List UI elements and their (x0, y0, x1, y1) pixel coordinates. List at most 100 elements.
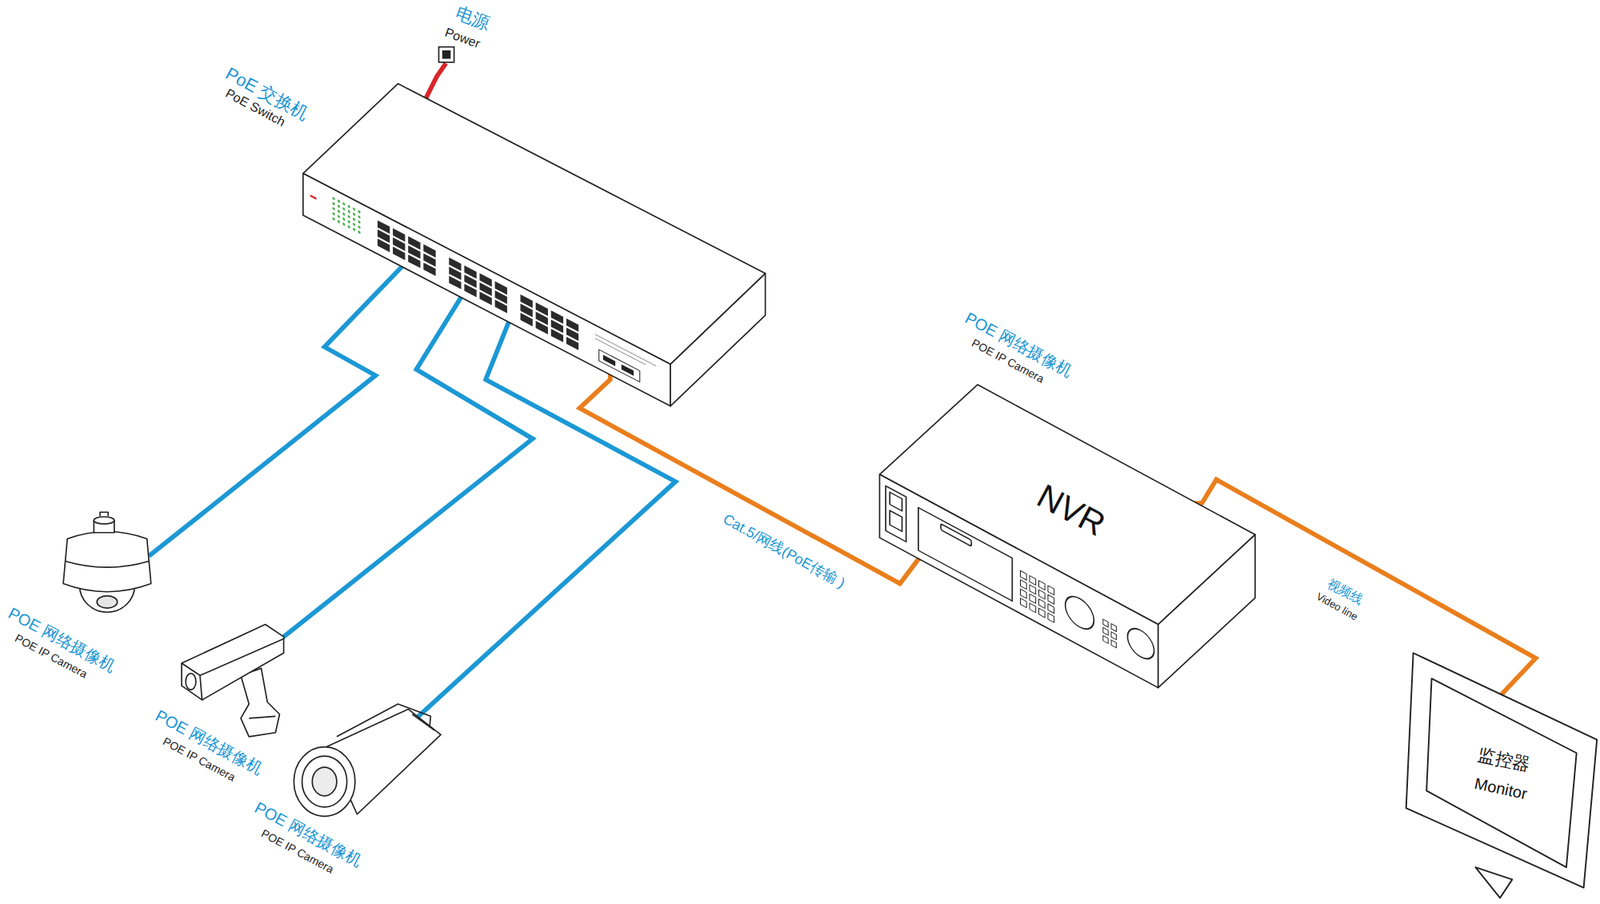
status-led (337, 204, 340, 208)
nvr-button (1029, 576, 1036, 586)
nvr-box: POE 网络摄像机POE IP CameraNVR (1010, 479, 1133, 541)
ip-camera: POE 网络摄像机POE IP Camera (224, 647, 264, 662)
dome-camera-drawing (93, 516, 115, 524)
nvr-title: NVR (1031, 476, 1112, 544)
status-led (337, 209, 340, 214)
box-camera-drawing (181, 624, 284, 737)
status-led (332, 216, 335, 221)
switch-front-panel (310, 184, 656, 391)
monitor-drawing (1475, 867, 1512, 898)
nvr-front-panel (918, 507, 1012, 601)
nvr-drawing (1158, 534, 1256, 688)
status-led (348, 209, 351, 214)
ip-camera: POE 网络摄像机POE IP Camera (356, 740, 398, 764)
status-led (332, 201, 335, 206)
monitor-label-en: Monitor (1472, 774, 1529, 804)
dome-camera-drawing (96, 596, 118, 608)
nvr-button (1111, 640, 1116, 648)
status-led (357, 220, 360, 224)
nvr-button (1103, 619, 1108, 628)
cable-label: Cat.5/网线(PoE传输 ) (720, 510, 848, 592)
bullet-camera-drawing (293, 704, 441, 816)
status-led (348, 224, 351, 229)
cable-line (263, 267, 533, 653)
status-led (352, 222, 356, 227)
switch-port (377, 238, 390, 252)
status-led (352, 212, 356, 216)
switch-port (536, 320, 548, 335)
switch-drawing (303, 173, 671, 407)
dome-camera-drawing (100, 512, 108, 516)
nvr-button (1048, 612, 1055, 623)
switch-front-panel (621, 364, 634, 376)
poe-switch: PoE 交换机PoE Switch (408, 204, 612, 268)
monitor-drawing (1406, 652, 1598, 898)
monitor-drawing (1406, 652, 1598, 888)
monitor: 监控器Monitor (1448, 714, 1556, 827)
switch-port (408, 254, 420, 268)
switch-port (566, 336, 579, 351)
monitor-label-zh: 监控器 (1476, 744, 1532, 776)
ip-camera: POE 网络摄像机POE IP Camera (65, 532, 150, 590)
nvr-button (1111, 624, 1116, 632)
switch-port (520, 312, 533, 327)
nvr-front-panel (889, 492, 902, 512)
switch-port (551, 328, 564, 343)
nvr-button (1020, 570, 1028, 580)
status-led (357, 224, 360, 229)
dome-camera-drawing (63, 512, 152, 612)
switch-port (423, 262, 436, 276)
nvr-front-panel (885, 485, 907, 542)
nvr-button (1020, 588, 1028, 599)
nvr-button (1111, 632, 1116, 640)
bullet-camera-drawing (302, 756, 348, 808)
nvr-button (1038, 599, 1045, 609)
nvr-button (1038, 608, 1045, 618)
power-outlet-drawing (438, 47, 454, 63)
nvr-front-panel (885, 485, 1154, 677)
dome-camera-drawing (65, 560, 150, 568)
status-led (337, 214, 340, 219)
cable-line (148, 260, 408, 556)
switch-front-panel (595, 338, 647, 365)
switch-drawing (670, 273, 766, 407)
nvr-front-panel (889, 510, 902, 532)
box-camera-drawing (181, 624, 284, 700)
status-led (348, 204, 351, 209)
status-led (332, 212, 335, 216)
switch-drawing (303, 84, 766, 407)
status-led (348, 214, 351, 219)
box-camera-drawing (181, 638, 284, 700)
nvr-button (1020, 580, 1028, 590)
status-led (342, 222, 345, 227)
bullet-camera-drawing (293, 747, 356, 817)
status-led (352, 227, 356, 232)
status-led (357, 230, 360, 235)
bullet-camera-drawing (412, 714, 435, 731)
status-led (357, 209, 360, 214)
nvr-front-panel (1065, 590, 1095, 635)
nvr-button (1103, 635, 1108, 644)
switch-port (464, 284, 476, 298)
bullet-camera-drawing (336, 704, 431, 737)
nvr-button (1038, 589, 1045, 600)
status-led (348, 220, 351, 224)
power-outlet-drawing (443, 51, 451, 59)
switch-port (495, 300, 508, 314)
status-led (332, 206, 335, 211)
status-led (357, 215, 360, 220)
box-camera-drawing (248, 716, 276, 719)
bullet-camera-drawing (312, 767, 337, 796)
nvr-button (1020, 598, 1028, 608)
power-outlet: 电源Power (437, 47, 454, 64)
nvr-button (1103, 627, 1108, 636)
status-led (337, 199, 340, 204)
status-led (342, 207, 345, 212)
switch-front-panel (603, 354, 616, 366)
nvr-button (1048, 604, 1055, 614)
switch-port (448, 276, 461, 290)
status-led (337, 219, 340, 224)
monitor-drawing (1426, 678, 1577, 868)
status-led (352, 207, 356, 212)
switch-port (392, 246, 405, 260)
